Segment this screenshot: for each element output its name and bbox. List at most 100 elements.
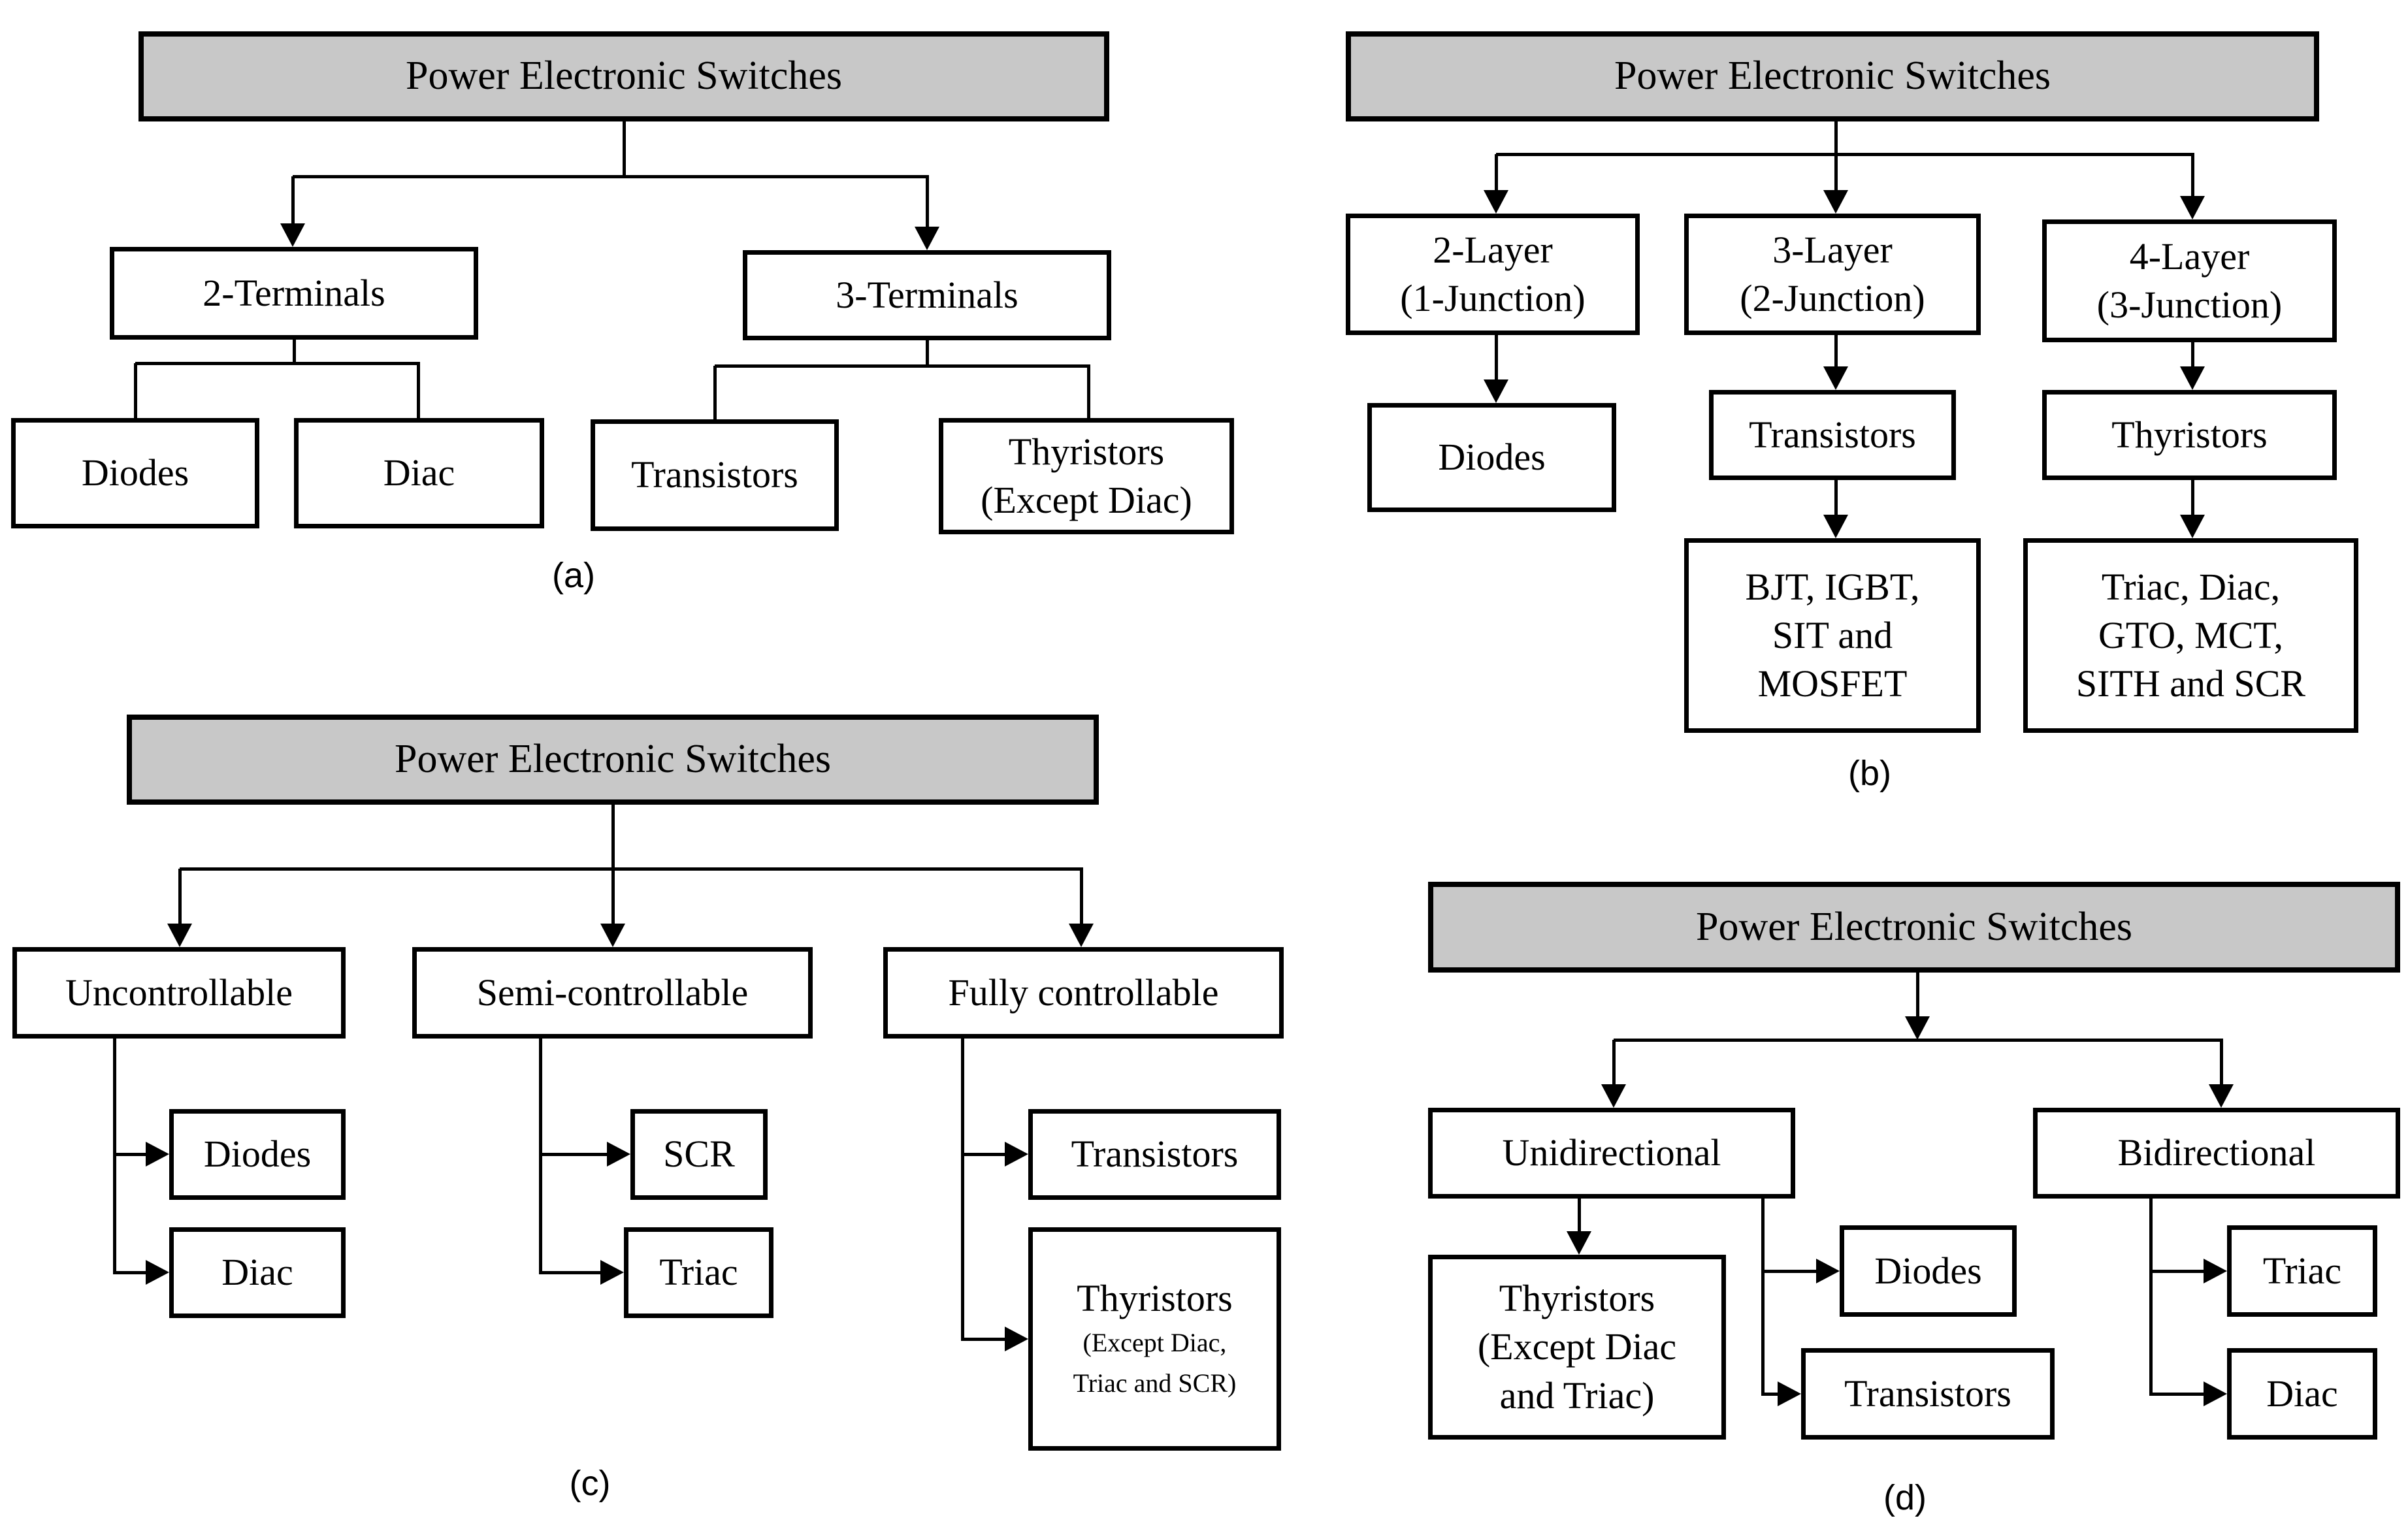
panel-b-diodes-box: Diodes — [1367, 403, 1616, 512]
connector-line — [540, 1270, 606, 1274]
connector-line — [1834, 480, 1838, 521]
panel-c-diodes-box: Diodes — [169, 1109, 346, 1200]
panel-d-unidirectional-label: Unidirectional — [1502, 1131, 1721, 1174]
connector-line — [114, 1270, 152, 1274]
arrowhead-icon — [1005, 1142, 1028, 1167]
panel-c-transistors-box: Transistors — [1028, 1109, 1281, 1200]
panel-d-unidirectional-box: Unidirectional — [1428, 1108, 1795, 1199]
panel-b-thyristor-types-line1: Triac, Diac, — [2101, 565, 2281, 608]
panel-c-triac-label: Triac — [659, 1251, 738, 1294]
connector-line — [1614, 1038, 2223, 1042]
connector-line — [180, 867, 1083, 871]
panel-a-2-terminals-label: 2-Terminals — [203, 271, 385, 314]
connector-line — [713, 366, 717, 421]
panel-c-thyristors-label: Thyristors — [1077, 1276, 1233, 1319]
panel-a-thyristors-sublabel: (Except Diac) — [981, 479, 1192, 521]
connector-line — [2149, 1199, 2153, 1396]
connector-line — [133, 363, 137, 420]
arrowhead-icon — [2180, 196, 2205, 219]
panel-d-root-label: Power Electronic Switches — [1695, 904, 2133, 949]
panel-c-semi-controllable-box: Semi-controllable — [412, 947, 813, 1039]
panel-a-diodes-label: Diodes — [81, 451, 189, 494]
panel-d-thyristors-sublabel-1: (Except Diac — [1477, 1325, 1677, 1368]
panel-a-caption: (a) — [552, 556, 595, 595]
arrowhead-icon — [2204, 1381, 2227, 1406]
panel-d-transistors-label: Transistors — [1844, 1372, 2011, 1415]
connector-line — [292, 340, 296, 365]
panel-b-thyristors-box: Thyristors — [2042, 390, 2337, 480]
panel-d-diac-label: Diac — [2266, 1372, 2338, 1415]
arrowhead-icon — [146, 1142, 169, 1167]
connector-line — [1496, 152, 2194, 156]
panel-b-2-layer-label: 2-Layer — [1433, 228, 1553, 271]
panel-b-3-layer-box: 3-Layer (2-Junction) — [1684, 214, 1981, 335]
connector-line — [2219, 1040, 2223, 1090]
connector-line — [2151, 1392, 2209, 1396]
panel-b-transistors-box: Transistors — [1709, 390, 1956, 480]
panel-d-triac-label: Triac — [2262, 1249, 2342, 1292]
connector-line — [2190, 480, 2194, 521]
connector-line — [1834, 154, 1838, 196]
connector-line — [1834, 121, 1838, 156]
arrowhead-icon — [2204, 1259, 2227, 1283]
panel-b-transistor-types-line1: BJT, IGBT, — [1745, 565, 1920, 608]
connector-line — [1086, 366, 1090, 420]
panel-a-2-terminals-box: 2-Terminals — [110, 247, 478, 340]
panel-b-transistor-types-line2: SIT and — [1772, 613, 1893, 656]
panel-b-transistors-label: Transistors — [1749, 413, 1916, 456]
panel-b-4-layer-label: 4-Layer — [2129, 234, 2250, 278]
panel-c-diodes-label: Diodes — [203, 1133, 312, 1176]
panel-a-diodes-box: Diodes — [11, 418, 259, 528]
panel-b-2-layer-box: 2-Layer (1-Junction) — [1346, 214, 1640, 335]
panel-d-transistors-box: Transistors — [1801, 1348, 2055, 1440]
panel-b-thyristor-types-box: Triac, Diac, GTO, MCT, SITH and SCR — [2023, 538, 2358, 733]
panel-a-transistors-label: Transistors — [631, 453, 798, 496]
connector-line — [1763, 1392, 1783, 1396]
arrowhead-icon — [280, 223, 305, 247]
connector-line — [540, 1152, 613, 1156]
panel-a-root-box: Power Electronic Switches — [138, 31, 1109, 121]
panel-b-thyristor-types-line3: SITH and SCR — [2075, 662, 2306, 705]
connector-line — [1834, 335, 1838, 372]
panel-a-thyristors-label: Thyristors — [1008, 430, 1165, 473]
panel-b-thyristor-types-line2: GTO, MCT, — [2098, 613, 2284, 656]
connector-line — [611, 805, 615, 871]
panel-d-diodes-label: Diodes — [1874, 1249, 1982, 1292]
panel-c-fully-controllable-label: Fully controllable — [948, 971, 1219, 1014]
connector-line — [1612, 1040, 1616, 1090]
panel-a-3-terminals-label: 3-Terminals — [836, 273, 1018, 316]
panel-b-3-layer-label: 3-Layer — [1772, 228, 1893, 271]
connector-line — [1915, 973, 1919, 1022]
arrowhead-icon — [1069, 924, 1094, 947]
panel-b-3-layer-sublabel: (2-Junction) — [1740, 277, 1925, 319]
connector-line — [1494, 335, 1498, 385]
panel-b-transistor-types-box: BJT, IGBT, SIT and MOSFET — [1684, 538, 1981, 733]
panel-c-caption: (c) — [569, 1464, 611, 1503]
panel-d-root-box: Power Electronic Switches — [1428, 882, 2400, 973]
panel-d-bidirectional-label: Bidirectional — [2117, 1131, 2316, 1174]
panel-d-diodes-box: Diodes — [1840, 1225, 2017, 1317]
arrowhead-icon — [1484, 379, 1508, 403]
panel-c-root-box: Power Electronic Switches — [127, 715, 1099, 805]
arrowhead-icon — [1005, 1327, 1028, 1351]
arrowhead-icon — [1823, 190, 1848, 214]
panel-d-triac-box: Triac — [2227, 1225, 2377, 1317]
connector-line — [925, 340, 929, 368]
panel-c-triac-box: Triac — [624, 1227, 773, 1318]
panel-b-4-layer-sublabel: (3-Junction) — [2096, 283, 2283, 326]
panel-d-diac-box: Diac — [2227, 1348, 2377, 1440]
connector-line — [112, 1039, 116, 1274]
panel-b-2-layer-sublabel: (1-Junction) — [1400, 277, 1586, 319]
connector-line — [925, 176, 929, 233]
panel-c-transistors-label: Transistors — [1071, 1133, 1239, 1176]
connector-line — [622, 121, 626, 178]
connector-line — [293, 174, 929, 178]
panel-c-thyristors-sublabel-2: Triac and SCR) — [1073, 1368, 1237, 1398]
arrowhead-icon — [2180, 515, 2205, 538]
connector-line — [1079, 869, 1083, 929]
connector-line — [1761, 1199, 1765, 1396]
connector-line — [960, 1039, 964, 1341]
panel-c-thyristors-box: Thyristors (Except Diac, Triac and SCR) — [1028, 1227, 1281, 1451]
connector-line — [135, 361, 420, 365]
